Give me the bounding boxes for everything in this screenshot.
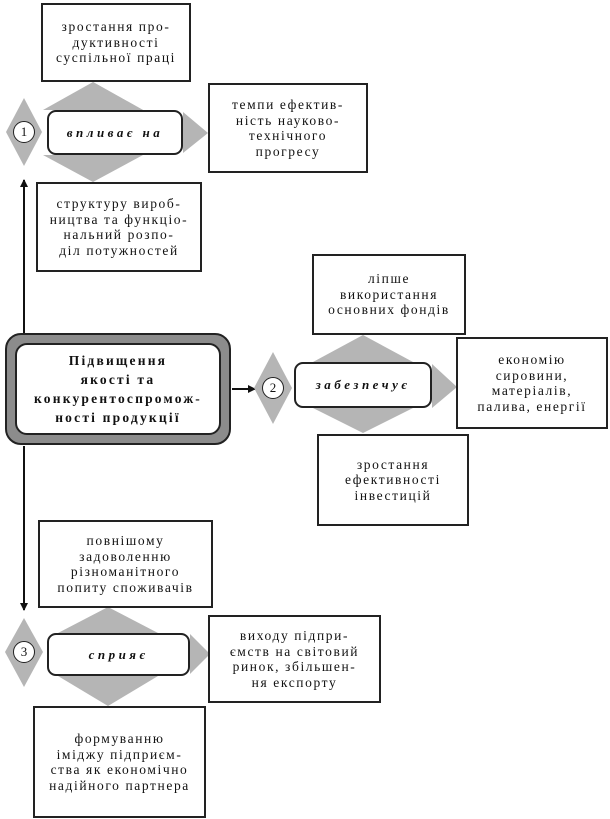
group-2-right-text: економію сировини, матеріалів, палива, е… bbox=[477, 352, 587, 414]
group-2-bottom-box: зростання ефективності інвестицій bbox=[317, 434, 469, 526]
group-2-verb-box: забезпечує bbox=[294, 362, 432, 408]
diamond-right-1 bbox=[183, 112, 208, 153]
diamond-right-3 bbox=[190, 634, 210, 674]
group-3-number-text: 3 bbox=[20, 644, 28, 659]
group-2-number: 2 bbox=[262, 377, 284, 399]
diamond-bottom-2 bbox=[313, 408, 413, 433]
group-1-verb: впливає на bbox=[66, 124, 164, 140]
group-3-right-box: виходу підпри- ємств на світовий ринок, … bbox=[208, 615, 381, 703]
group-3-top-box: повнішому задоволенню різноманітного поп… bbox=[38, 520, 213, 608]
diamond-top-3 bbox=[58, 607, 158, 633]
group-1-bottom-box: структуру вироб- ництва та функціо- наль… bbox=[36, 182, 202, 272]
group-3-number: 3 bbox=[13, 641, 35, 663]
group-1-bottom-text: структуру вироб- ництва та функціо- наль… bbox=[49, 196, 189, 258]
group-1-verb-box: впливає на bbox=[47, 110, 183, 155]
group-1-top-text: зростання про- дуктивності суспільної пр… bbox=[55, 19, 177, 66]
group-1-right-box: темпи ефектив- ність науково- технічного… bbox=[208, 83, 368, 173]
diamond-top-2 bbox=[313, 335, 413, 362]
diamond-right-2 bbox=[432, 364, 457, 408]
group-2-bottom-text: зростання ефективності інвестицій bbox=[345, 456, 441, 503]
diamond-bottom-3 bbox=[58, 676, 158, 706]
main-box-inner: Підвищення якості та конкурентоспромож- … bbox=[15, 343, 221, 435]
group-2-top-box: ліпше використання основних фондів bbox=[312, 254, 466, 335]
group-3-verb-box: сприяє bbox=[47, 633, 190, 676]
group-2-right-box: економію сировини, матеріалів, палива, е… bbox=[456, 337, 608, 429]
main-box: Підвищення якості та конкурентоспромож- … bbox=[5, 333, 231, 445]
main-box-text: Підвищення якості та конкурентоспромож- … bbox=[33, 353, 203, 425]
group-3-bottom-text: формуванню іміджу підприєм- ства як екон… bbox=[49, 731, 190, 793]
group-2-number-text: 2 bbox=[269, 380, 277, 395]
group-2-top-text: ліпше використання основних фондів bbox=[328, 271, 450, 318]
group-1-number: 1 bbox=[13, 121, 35, 143]
group-3-bottom-box: формуванню іміджу підприєм- ства як екон… bbox=[33, 706, 206, 818]
group-3-verb: сприяє bbox=[88, 646, 149, 662]
group-1-number-text: 1 bbox=[20, 124, 28, 139]
group-3-top-text: повнішому задоволенню різноманітного поп… bbox=[57, 533, 194, 595]
diamond-top-1 bbox=[43, 82, 143, 110]
group-1-top-box: зростання про- дуктивності суспільної пр… bbox=[41, 3, 191, 82]
group-1-right-text: темпи ефектив- ність науково- технічного… bbox=[232, 97, 344, 159]
group-3-right-text: виходу підпри- ємств на світовий ринок, … bbox=[229, 628, 360, 690]
group-2-verb: забезпечує bbox=[315, 377, 411, 392]
diamond-bottom-1 bbox=[43, 155, 143, 182]
